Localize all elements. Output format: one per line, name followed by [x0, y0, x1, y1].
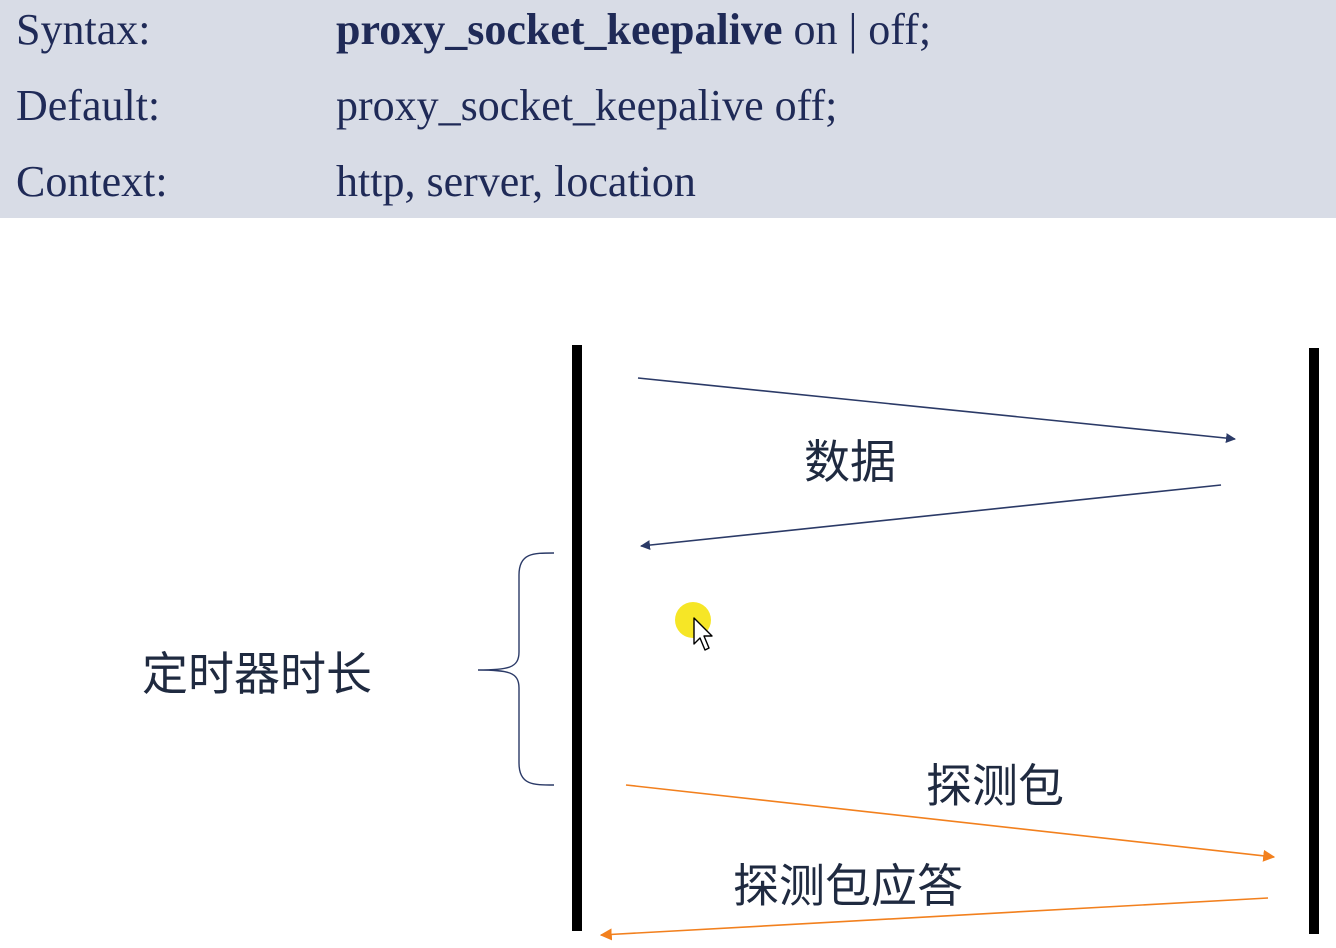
mouse-pointer-icon — [693, 617, 713, 651]
default-value: proxy_socket_keepalive off; — [336, 81, 838, 130]
directive-table: Syntax: proxy_socket_keepalive on | off;… — [0, 0, 1336, 218]
left-lifeline — [572, 345, 582, 931]
context-label: Context: — [16, 157, 168, 206]
probe-label: 探测包 — [926, 759, 1064, 813]
data-request-arrow — [637, 377, 1236, 444]
directive-name: proxy_socket_keepalive — [336, 5, 783, 54]
context-value: http, server, location — [336, 157, 696, 206]
timer-duration-label: 定时器时长 — [142, 647, 372, 701]
probe-arrow — [625, 784, 1276, 862]
probe-reply-label: 探测包应答 — [733, 859, 963, 913]
directive-args: on | off; — [782, 5, 932, 54]
data-response-arrow — [640, 484, 1222, 551]
context-row: Context: http, server, location — [0, 144, 1336, 220]
probe-reply-arrow — [599, 897, 1269, 941]
syntax-row: Syntax: proxy_socket_keepalive on | off; — [0, 0, 1336, 68]
right-lifeline — [1309, 348, 1319, 934]
data-label: 数据 — [804, 435, 896, 489]
timer-brace — [477, 552, 555, 786]
default-row: Default: proxy_socket_keepalive off; — [0, 68, 1336, 144]
default-label: Default: — [16, 81, 161, 130]
syntax-value: proxy_socket_keepalive on | off; — [336, 0, 931, 68]
syntax-label: Syntax: — [16, 5, 151, 54]
